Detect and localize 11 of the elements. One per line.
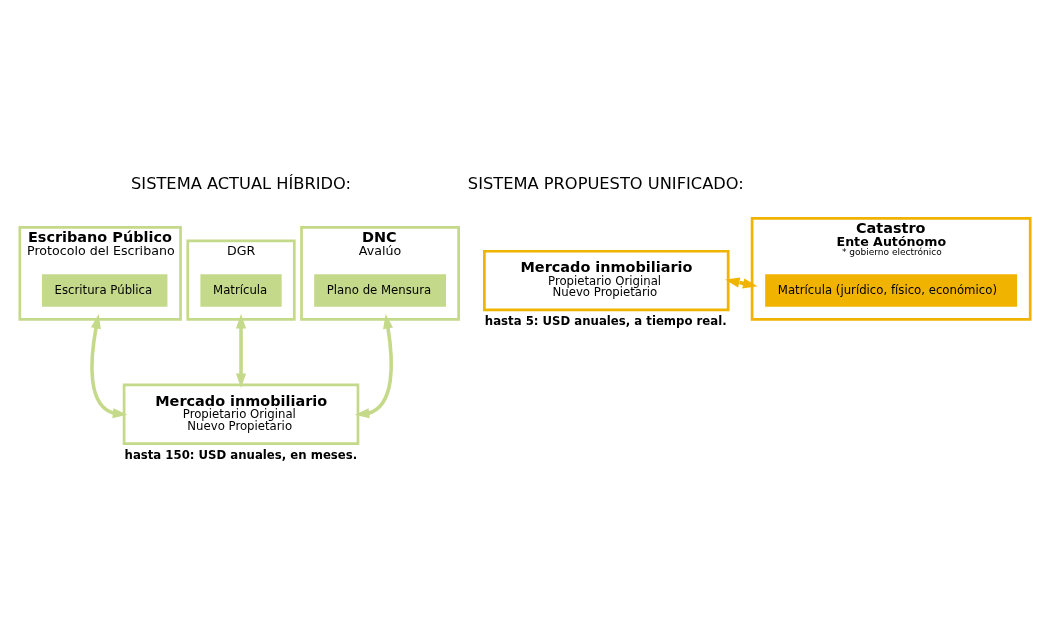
label: SISTEMA ACTUAL HÍBRIDO: [131, 173, 352, 193]
node-label: hasta 150: USD anuales, en meses. [124, 447, 358, 462]
node-box: Matrícula [200, 274, 282, 307]
arrow [354, 314, 394, 419]
label: SISTEMA PROPUESTO UNIFICADO: [467, 173, 744, 193]
arrow [90, 314, 128, 419]
node-box: Matrícula (jurídico, físico, económico) [765, 274, 1018, 307]
node-label: hasta 5: USD anuales, a tiempo real. [484, 314, 727, 329]
node-box: Escritura Pública [41, 274, 168, 307]
node-box: Plano de Mensura [314, 274, 446, 307]
arrow [235, 313, 247, 389]
